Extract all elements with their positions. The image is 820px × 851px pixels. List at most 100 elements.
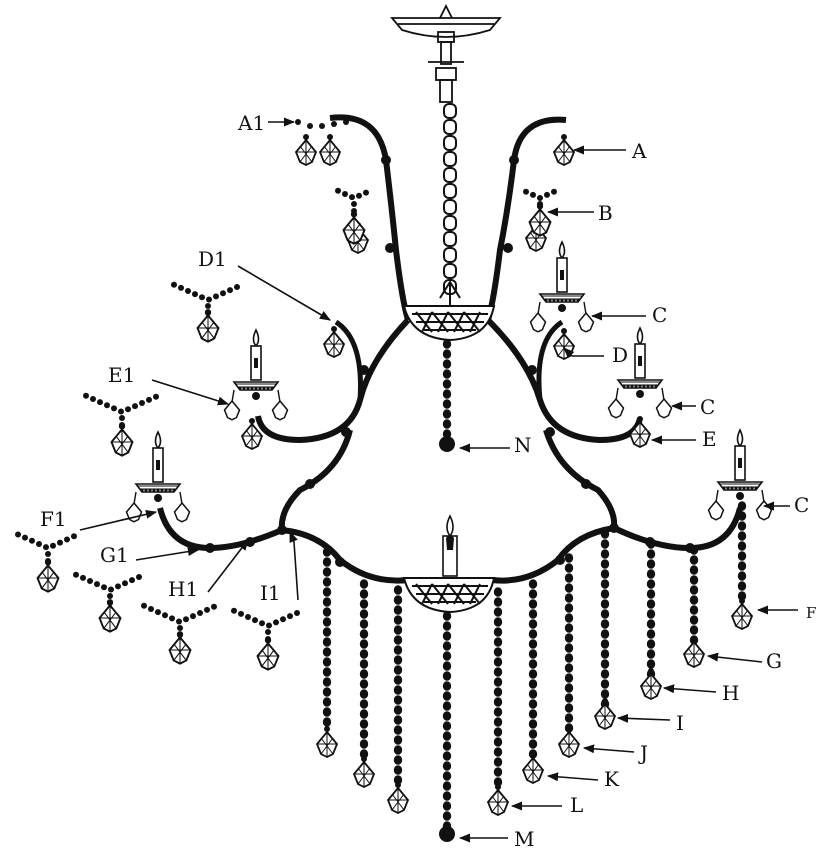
candle-bulb [638, 356, 642, 366]
swag-bead [155, 609, 161, 616]
arm-bead [359, 365, 369, 375]
bead [322, 637, 332, 647]
bead [528, 659, 538, 669]
bead [359, 729, 369, 739]
swag-bead [177, 625, 183, 631]
crystal-drop [256, 637, 280, 671]
bead [646, 609, 656, 619]
bead [564, 583, 574, 593]
label-I: I [676, 711, 684, 735]
bead [528, 639, 538, 649]
swag-bead [252, 617, 258, 624]
bead [393, 645, 403, 655]
leader-arrow [207, 539, 249, 593]
label-D1: D1 [198, 247, 227, 271]
bead [737, 551, 747, 561]
bead [322, 687, 332, 697]
swag-bead [234, 283, 240, 290]
crystal-drop [655, 397, 673, 419]
candle [125, 430, 191, 523]
bead [393, 615, 403, 625]
bead [689, 585, 699, 595]
bead [322, 617, 332, 627]
crystal-drop [529, 311, 547, 333]
bead [493, 677, 503, 687]
swag-bead [220, 290, 226, 297]
bead [737, 511, 747, 521]
bead [646, 639, 656, 649]
bead [442, 409, 452, 419]
bead [442, 631, 452, 641]
bead [359, 579, 369, 589]
bead [600, 589, 610, 599]
arm-bead [527, 365, 537, 375]
swag-bead [205, 303, 211, 309]
bead [359, 719, 369, 729]
bead [600, 549, 610, 559]
label-G1: G1 [100, 543, 129, 567]
candle-arms [125, 240, 773, 577]
bead [359, 649, 369, 659]
crystal-drop [755, 499, 773, 521]
bead [528, 649, 538, 659]
swag-bead [287, 613, 293, 620]
swag-bead [57, 539, 63, 546]
center-candle [442, 514, 458, 577]
bead [528, 599, 538, 609]
bead [442, 731, 452, 741]
bead [493, 707, 503, 717]
bead [493, 637, 503, 647]
swag-bead [266, 622, 272, 629]
bead [528, 579, 538, 589]
swag-bead [129, 577, 135, 584]
bead [442, 711, 452, 721]
bead [359, 749, 369, 759]
bead [442, 661, 452, 671]
candle-bulb [254, 358, 258, 368]
crystal-drop [486, 784, 510, 817]
bead [359, 589, 369, 599]
flame-icon [558, 240, 566, 260]
leader-arrow [79, 509, 158, 531]
label-H1: H1 [168, 577, 198, 601]
candle [529, 240, 595, 333]
bead [442, 399, 452, 409]
bead [393, 695, 403, 705]
label-E: E [702, 427, 717, 451]
arm-bead [205, 543, 215, 553]
bead [564, 613, 574, 623]
bead [646, 649, 656, 659]
bead [564, 643, 574, 653]
swag-bead [101, 584, 107, 591]
chain-link [443, 247, 457, 263]
bead [322, 647, 332, 657]
bead [564, 683, 574, 693]
label-J: J [638, 741, 648, 765]
swag-bead [356, 192, 362, 199]
swag-bead [107, 593, 113, 599]
swag-bead [185, 288, 191, 294]
leader-arrow [237, 265, 331, 321]
chain-link [443, 215, 457, 231]
arm-bead [277, 525, 287, 535]
crystal-drop [271, 399, 289, 421]
chain-link [443, 263, 457, 279]
swag-bead [523, 188, 529, 195]
part-labels: A1 A B D1 C D E1 C E N C F1 G1 H1 I1 F G… [40, 111, 816, 851]
swag-bead [97, 399, 103, 406]
bead [393, 605, 403, 615]
arm-bead [545, 427, 555, 437]
bead [442, 791, 452, 801]
bead [493, 747, 503, 757]
label-E1: E1 [108, 363, 135, 387]
bead [564, 653, 574, 663]
candle [223, 328, 289, 421]
bead [359, 699, 369, 709]
chain-link [443, 135, 457, 151]
bead [600, 659, 610, 669]
arm-bead [305, 479, 315, 489]
bead [322, 697, 332, 707]
swag-bead [111, 405, 117, 412]
bead [493, 597, 503, 607]
